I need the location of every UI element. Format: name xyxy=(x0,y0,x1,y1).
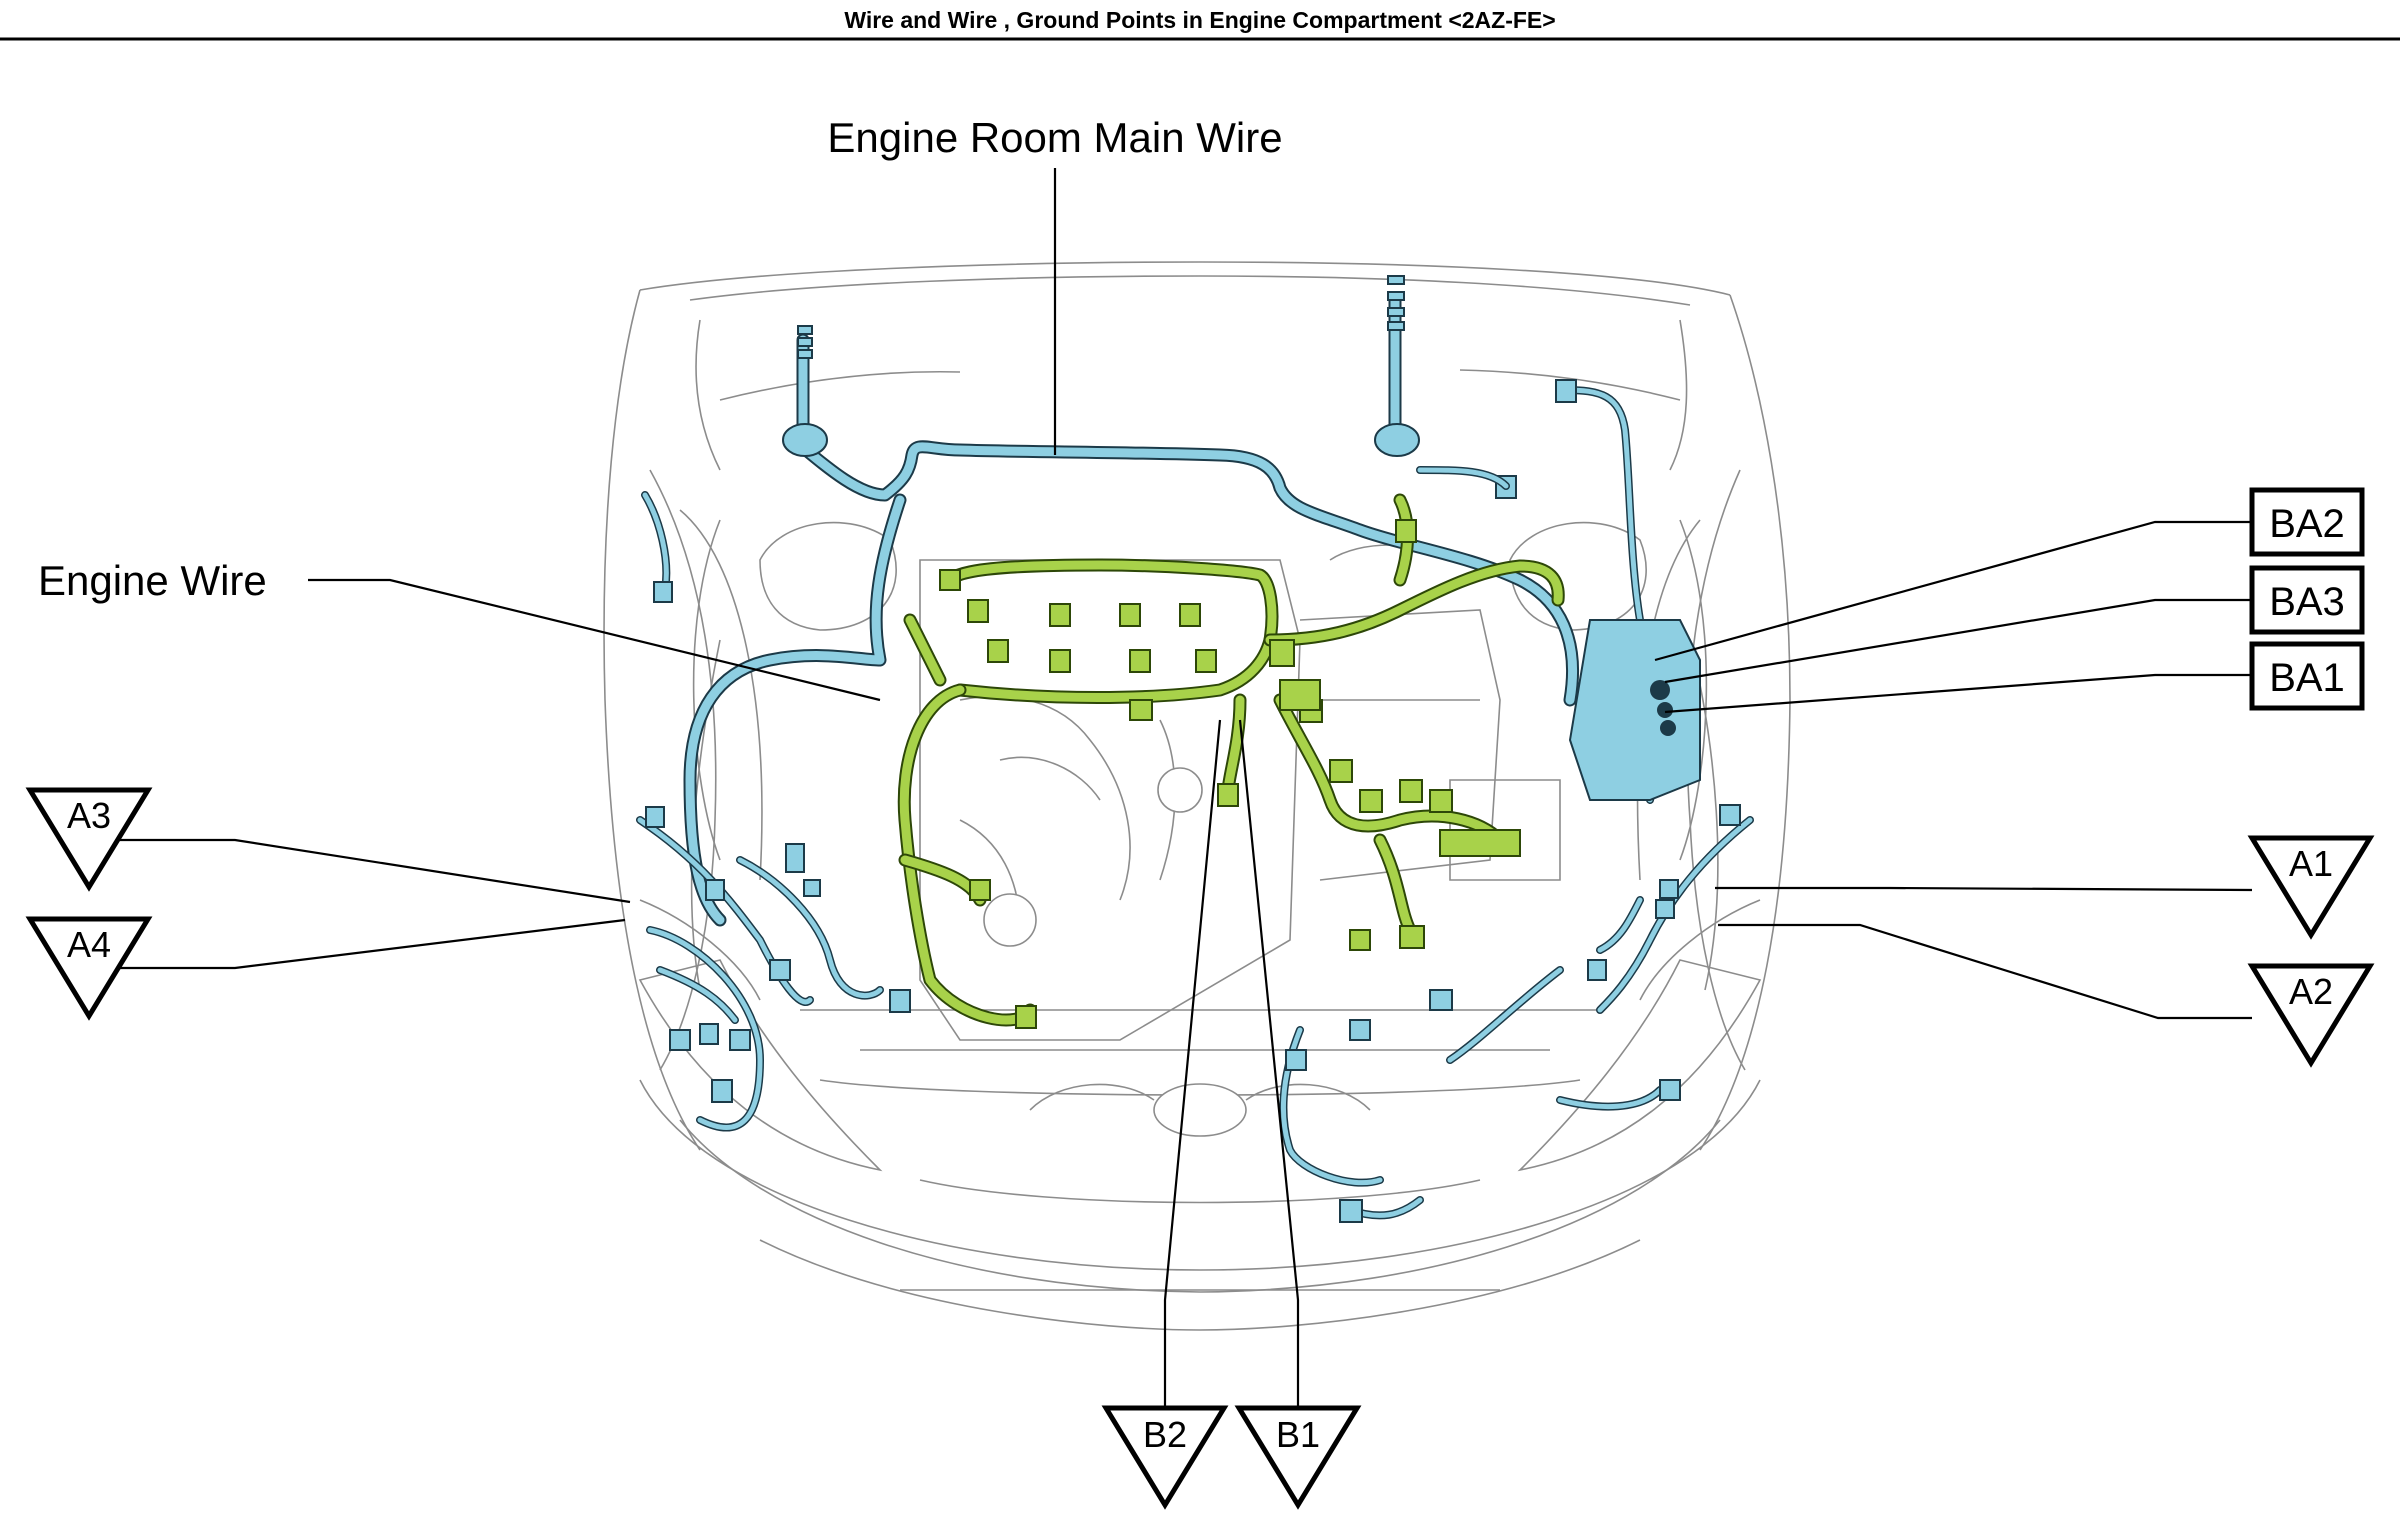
diagram-title: Wire and Wire , Ground Points in Engine … xyxy=(844,7,1555,33)
engine-wire-label: Engine Wire xyxy=(38,557,267,604)
ground-point-label: A3 xyxy=(67,795,111,836)
connector-box xyxy=(2249,565,2365,635)
ground-triangle xyxy=(1234,1405,1362,1510)
ground-point-label: B2 xyxy=(1143,1414,1187,1455)
connector-label: BA1 xyxy=(2269,656,2345,700)
ground-point-b1: B1 xyxy=(1234,1405,1362,1510)
connector-label: BA2 xyxy=(2269,502,2345,546)
ground-point-label: A2 xyxy=(2289,971,2333,1012)
ground-point-a1: A1 xyxy=(2247,835,2375,940)
connector-ba2: BA2 xyxy=(2249,487,2365,557)
ground-point-a4: A4 xyxy=(25,916,153,1021)
connector-ba1: BA1 xyxy=(2249,641,2365,711)
connector-ba3: BA3 xyxy=(2249,565,2365,635)
bolt-icon xyxy=(1650,680,1670,700)
ground-triangle xyxy=(2247,963,2375,1068)
connector-box xyxy=(2249,641,2365,711)
fuse-box xyxy=(1568,619,1701,801)
ground-point-label: A4 xyxy=(67,924,111,965)
ground-point-label: B1 xyxy=(1276,1414,1320,1455)
engine-room-main-wire xyxy=(636,275,1754,1223)
ground-triangle xyxy=(2247,835,2375,940)
ground-triangle xyxy=(25,916,153,1021)
ground-point-a3: A3 xyxy=(25,787,153,892)
engine-room-main-wire-label: Engine Room Main Wire xyxy=(827,114,1282,161)
ground-point-b2: B2 xyxy=(1101,1405,1229,1510)
bolt-icon xyxy=(1660,720,1676,736)
bolt-icon xyxy=(1657,702,1673,718)
ground-point-label: A1 xyxy=(2289,843,2333,884)
ground-point-a2: A2 xyxy=(2247,963,2375,1068)
connector-label: BA3 xyxy=(2269,580,2345,624)
leader-lines xyxy=(115,168,2253,1408)
connector-box xyxy=(2249,487,2365,557)
engine-wire xyxy=(897,493,1565,1029)
ground-triangle xyxy=(25,787,153,892)
ground-triangle xyxy=(1101,1405,1229,1510)
